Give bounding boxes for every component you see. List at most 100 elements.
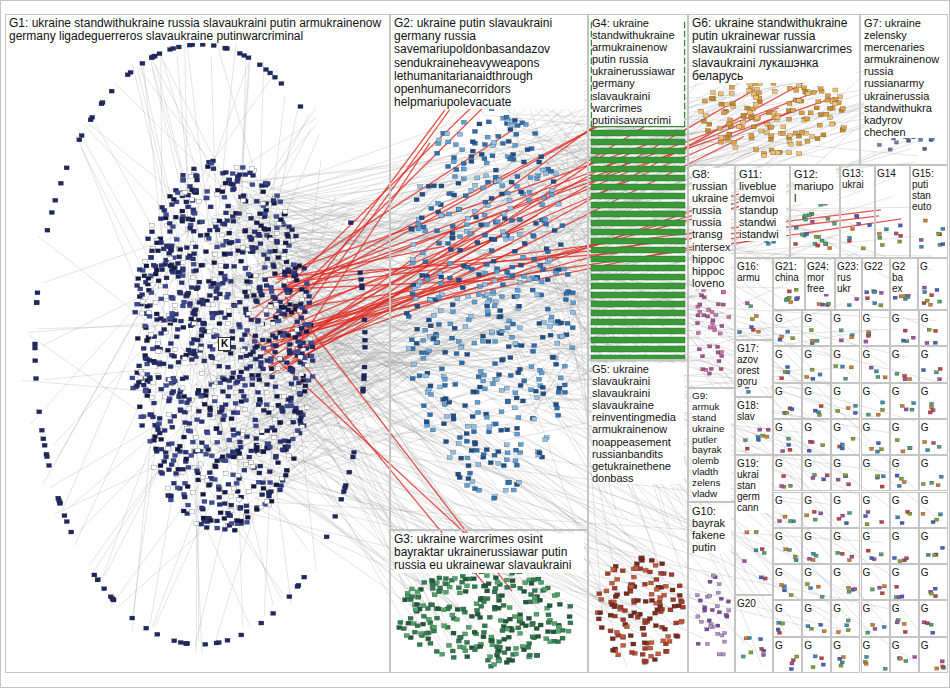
vertex-icon	[159, 387, 164, 391]
network-edge-line	[503, 155, 798, 273]
vertex-icon	[459, 361, 464, 365]
vertex-icon	[507, 198, 512, 202]
vertex-icon	[239, 519, 244, 523]
network-edge-line	[253, 322, 891, 433]
vertex-icon	[231, 428, 236, 432]
vertex-icon	[164, 455, 169, 459]
vertex-icon	[235, 406, 240, 410]
vertex-icon	[268, 304, 273, 308]
vertex-icon	[492, 279, 497, 283]
vertex-icon	[231, 187, 236, 191]
vertex-icon	[182, 191, 187, 195]
vertex-icon	[140, 311, 145, 315]
vertex-icon	[143, 280, 148, 284]
vertex-icon	[224, 47, 229, 51]
vertex-icon	[244, 279, 249, 283]
network-edge-line	[479, 109, 846, 543]
vertex-icon	[191, 349, 196, 353]
vertex-icon	[184, 457, 189, 461]
vertex-icon	[229, 494, 234, 498]
vertex-icon	[168, 264, 173, 268]
vertex-icon	[176, 275, 181, 279]
vertex-icon	[269, 285, 274, 289]
vertex-icon	[461, 167, 466, 171]
vertex-icon	[243, 407, 248, 411]
vertex-icon	[254, 448, 259, 452]
vertex-icon	[254, 221, 259, 225]
vertex-icon	[237, 456, 242, 460]
vertex-icon	[287, 595, 292, 599]
vertex-icon	[148, 376, 153, 380]
network-edge-line	[234, 154, 530, 183]
network-edge-line	[155, 64, 200, 239]
vertex-icon	[501, 464, 506, 468]
vertex-icon	[169, 494, 174, 498]
vertex-icon	[169, 203, 174, 207]
vertex-icon	[207, 471, 212, 475]
vertex-icon	[474, 215, 479, 219]
vertex-icon	[33, 342, 38, 346]
vertex-icon	[259, 429, 264, 433]
vertex-icon	[246, 285, 251, 289]
vertex-icon	[250, 383, 255, 387]
vertex-icon	[215, 519, 220, 523]
vertex-icon	[257, 397, 262, 401]
vertex-icon	[446, 140, 451, 144]
vertex-icon	[212, 277, 217, 281]
vertex-icon	[207, 413, 212, 417]
vertex-icon	[136, 277, 141, 281]
vertex-icon	[309, 341, 314, 345]
vertex-icon	[239, 633, 244, 637]
vertex-icon	[529, 365, 534, 369]
vertex-icon	[465, 216, 470, 220]
vertex-icon	[214, 641, 219, 645]
vertex-icon	[209, 501, 214, 505]
vertex-icon	[242, 53, 247, 57]
vertex-icon	[220, 389, 225, 393]
vertex-icon	[174, 335, 179, 339]
vertex-icon	[237, 212, 242, 216]
vertex-icon	[215, 440, 220, 444]
vertex-icon	[239, 389, 244, 393]
vertex-icon	[206, 279, 211, 283]
vertex-icon	[181, 178, 186, 182]
vertex-icon	[306, 378, 311, 382]
vertex-icon	[480, 339, 485, 343]
vertex-icon	[518, 383, 523, 387]
vertex-icon	[164, 384, 169, 388]
vertex-icon	[205, 478, 210, 482]
vertex-icon	[222, 490, 227, 494]
vertex-icon	[159, 331, 164, 335]
vertex-icon	[247, 455, 252, 459]
vertex-icon	[168, 256, 173, 260]
vertex-icon	[454, 352, 459, 356]
vertex-icon	[274, 239, 279, 243]
vertex-icon	[261, 201, 266, 205]
network-edge-line	[282, 210, 881, 284]
vertex-icon	[232, 264, 237, 268]
vertex-icon	[199, 522, 204, 526]
vertex-icon	[419, 216, 424, 220]
vertex-icon	[271, 436, 276, 440]
vertex-icon	[244, 398, 249, 402]
vertex-icon	[37, 410, 42, 414]
vertex-icon	[184, 200, 189, 204]
network-edge-line	[527, 100, 690, 599]
vertex-icon	[168, 47, 173, 51]
vertex-icon	[273, 315, 278, 319]
network-edge-line	[211, 369, 540, 609]
network-edge-line	[301, 341, 710, 361]
vertex-icon	[217, 487, 222, 491]
network-edge-line	[54, 328, 163, 445]
vertex-icon	[169, 391, 174, 395]
vertex-icon	[250, 183, 255, 187]
vertex-icon	[170, 425, 175, 429]
network-edge-line	[488, 144, 776, 309]
vertex-icon	[166, 486, 171, 490]
vertex-icon	[245, 328, 250, 332]
vertex-icon	[245, 520, 250, 524]
network-edge-line	[195, 364, 644, 624]
vertex-icon	[149, 255, 154, 259]
vertex-icon	[463, 404, 468, 408]
